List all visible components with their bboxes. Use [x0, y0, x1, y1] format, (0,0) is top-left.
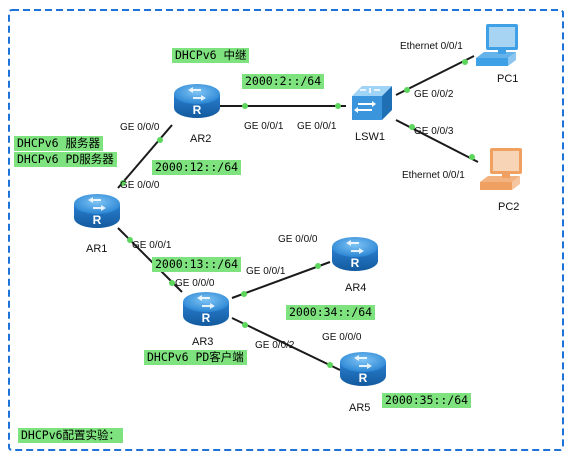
port-label: GE 0/0/0	[278, 234, 318, 245]
router-ar3[interactable]: AR3	[183, 292, 229, 348]
port-dot	[469, 154, 475, 160]
tag-subnet-ar3-ar5: 2000:35::/64	[382, 393, 472, 408]
port-label: Ethernet 0/0/1	[400, 41, 463, 52]
port-label: Ethernet 0/0/1	[402, 170, 465, 181]
link-ar3-ar4	[231, 261, 331, 299]
device-label-lsw1: LSW1	[355, 131, 385, 143]
switch-lsw1[interactable]: LSW1	[351, 85, 393, 143]
port-label: GE 0/0/0	[120, 122, 160, 133]
port-label: GE 0/0/3	[414, 126, 454, 137]
router-icon	[174, 84, 220, 118]
router-ar4[interactable]: AR4	[332, 237, 378, 294]
tag-client: DHCPv6 PD客户端	[144, 350, 247, 365]
router-icon	[183, 292, 229, 326]
port-label: GE 0/0/2	[414, 89, 454, 100]
device-label-pc2: PC2	[498, 201, 519, 213]
port-dot	[127, 237, 133, 243]
tag-title: DHCPv6配置实验：	[18, 428, 124, 443]
device-label-pc1: PC1	[497, 73, 518, 85]
tag-server-line1: DHCPv6 服务器	[14, 136, 103, 151]
pc-pc2[interactable]: PC2	[480, 148, 522, 213]
tag-subnet-ar1-ar3: 2000:13::/64	[152, 257, 242, 272]
device-label-ar1: AR1	[86, 243, 107, 255]
pc-icon	[480, 148, 522, 190]
port-label: GE 0/0/1	[297, 121, 337, 132]
port-dot	[241, 291, 247, 297]
device-label-ar3: AR3	[192, 336, 213, 348]
tag-subnet-ar3-ar4: 2000:34::/64	[286, 305, 376, 320]
link-ar3-ar5	[231, 317, 341, 371]
port-dot	[157, 137, 163, 143]
port-label: GE 0/0/1	[132, 240, 172, 251]
port-dot	[315, 263, 321, 269]
router-ar2[interactable]: AR2	[174, 84, 220, 145]
diagram-frame	[8, 9, 564, 451]
tag-relay: DHCPv6 中继	[172, 48, 250, 63]
router-icon	[74, 194, 120, 228]
port-dot	[169, 280, 175, 286]
port-label: GE 0/0/0	[322, 332, 362, 343]
router-ar1[interactable]: AR1	[74, 194, 120, 255]
port-dot	[327, 362, 333, 368]
port-label: GE 0/0/2	[255, 340, 295, 351]
port-dot	[242, 103, 248, 109]
port-label: GE 0/0/1	[246, 266, 286, 277]
port-dot	[335, 103, 341, 109]
tag-server-line2: DHCPv6 PD服务器	[14, 152, 117, 167]
pc-pc1[interactable]: PC1	[476, 24, 518, 85]
port-dot	[462, 59, 468, 65]
router-icon	[340, 352, 386, 386]
device-label-ar5: AR5	[349, 402, 370, 414]
port-dot	[120, 180, 126, 186]
port-label: GE 0/0/1	[244, 121, 284, 132]
device-label-ar4: AR4	[345, 282, 366, 294]
port-dot	[242, 322, 248, 328]
switch-icon	[351, 85, 393, 121]
tag-subnet-ar1-ar2: 2000:12::/64	[152, 160, 242, 175]
port-dot	[409, 124, 415, 130]
device-label-ar2: AR2	[190, 133, 211, 145]
tag-subnet-ar2-lsw1: 2000:2::/64	[242, 74, 325, 89]
link-ar1-ar2	[117, 124, 173, 189]
port-dot	[404, 87, 410, 93]
router-ar5[interactable]: AR5	[340, 352, 386, 414]
router-icon	[332, 237, 378, 271]
port-label: GE 0/0/0	[175, 278, 215, 289]
port-label: GE 0/0/0	[120, 180, 160, 191]
pc-icon	[476, 24, 518, 66]
